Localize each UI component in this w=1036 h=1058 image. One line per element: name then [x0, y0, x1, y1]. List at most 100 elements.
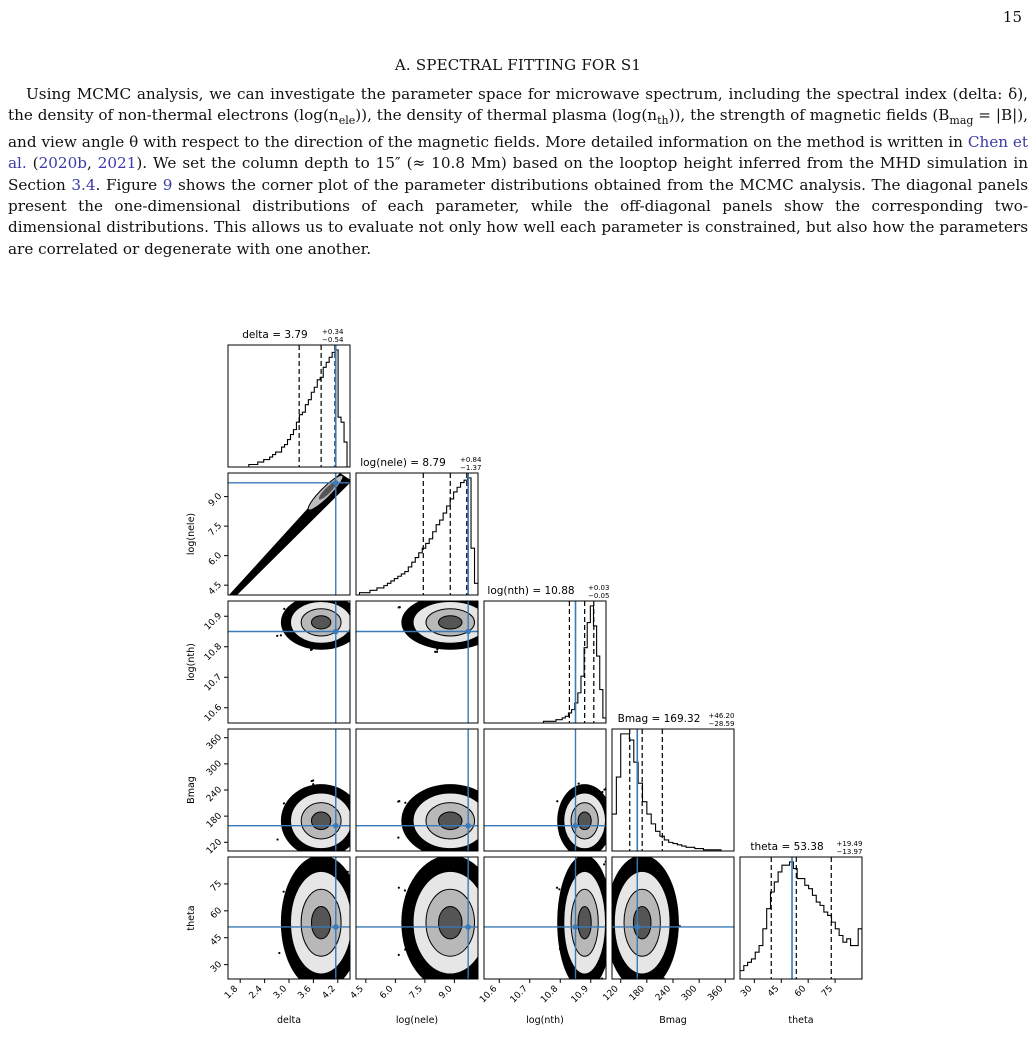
x-tick-label: 10.6 [478, 984, 499, 1005]
sample-dot [609, 922, 611, 924]
x-tick-label: 10.9 [570, 984, 591, 1005]
sample-dot [346, 870, 349, 873]
paragraph-text: ). We set the column depth to 15″ (≈ 10.… [8, 154, 1028, 194]
sample-dot [495, 820, 497, 822]
panel-title-upper: +19.49 [837, 840, 863, 848]
y-tick-label: 9.0 [207, 491, 224, 508]
truth-point [332, 480, 339, 486]
sample-dot [339, 963, 343, 967]
truth-point [332, 822, 339, 829]
sample-dot [290, 805, 293, 808]
sample-dot [481, 977, 483, 979]
y-axis-label: log(nele) [186, 513, 197, 555]
sample-dot [556, 800, 559, 803]
sample-dot [631, 985, 633, 987]
y-tick-label: 4.5 [207, 580, 224, 597]
x-tick-label: 6.0 [378, 984, 395, 1001]
sample-dot [479, 644, 481, 646]
sample-dot [286, 948, 289, 951]
sample-dot [503, 621, 505, 623]
paragraph-text: . Figure [95, 175, 163, 194]
sample-dot [441, 597, 443, 599]
density-panel-log(nth)-vs-Bmag [483, 728, 607, 854]
histogram-step [740, 861, 862, 979]
paragraph-text: = |B|), and view angle θ with respect to… [8, 106, 1028, 151]
sample-dot [339, 842, 342, 846]
sample-dot [562, 896, 566, 899]
sample-dot [439, 644, 442, 647]
paragraph-text: )), the density of thermal plasma (log(n [355, 106, 658, 125]
x-tick-label: 30 [739, 984, 754, 999]
truth-point [465, 924, 471, 930]
sample-dot [490, 923, 492, 925]
citation-link[interactable]: 9 [162, 175, 173, 194]
sample-dot [577, 782, 580, 785]
sample-dot [351, 788, 353, 790]
sample-dot [404, 801, 407, 804]
panel-title: delta = 3.79 [242, 329, 307, 341]
sample-dot [290, 610, 293, 614]
citation-link[interactable]: 2020b [38, 154, 87, 173]
truth-point [634, 924, 641, 930]
sample-dot [558, 947, 562, 950]
sample-dot [473, 844, 476, 848]
paragraph-text: Using MCMC analysis, we can investigate … [8, 85, 1028, 125]
sample-dot [563, 805, 566, 808]
sample-dot [311, 851, 313, 853]
sample-dot [579, 789, 582, 792]
panel-frame [227, 472, 351, 596]
sample-dot [473, 967, 476, 970]
sample-dot [403, 889, 407, 892]
sample-dot [350, 854, 352, 856]
y-tick-label: 360 [205, 733, 224, 752]
citation-link[interactable]: Chen et al. [8, 132, 1028, 173]
panel-title-upper: +0.84 [460, 456, 482, 464]
y-tick-label: 10.9 [203, 611, 224, 632]
panel-title: theta = 53.38 [750, 841, 823, 853]
sample-dot [407, 948, 411, 951]
sample-dot [508, 622, 510, 624]
sample-dot [340, 641, 344, 644]
sample-dot [397, 953, 400, 956]
panel-title-lower: −1.37 [460, 464, 481, 472]
citation-link[interactable]: 3.4 [71, 175, 96, 194]
x-tick-label: 360 [706, 984, 725, 1003]
sample-dot [559, 833, 562, 836]
sample-dot [366, 621, 368, 623]
sample-dot [343, 873, 347, 876]
sample-dot [480, 793, 482, 795]
sample-dot [603, 788, 606, 791]
panel-title: log(nele) = 8.79 [360, 457, 446, 469]
x-tick-label: 3.6 [296, 984, 313, 1001]
sample-dot [440, 791, 444, 794]
sample-dot [490, 622, 492, 624]
paragraph-text: ( [26, 154, 39, 173]
panel-title: Bmag = 169.32 [618, 713, 701, 725]
x-axis-label: delta [277, 1015, 301, 1026]
sample-dot [561, 833, 564, 836]
sample-dot [508, 820, 510, 822]
panel-frame [355, 600, 479, 724]
sample-dot [480, 850, 482, 852]
sample-dot [578, 852, 580, 854]
sample-dot [289, 944, 292, 948]
y-tick-label: 10.7 [203, 672, 224, 693]
x-tick-label: 180 [628, 984, 647, 1003]
y-axis-label: Bmag [186, 776, 197, 804]
panel-frame [483, 728, 607, 852]
panel-frame [483, 856, 607, 980]
y-tick-label: 30 [209, 960, 224, 975]
sample-dot [309, 648, 313, 652]
sample-dot [285, 833, 288, 837]
citation-link[interactable]: 2021 [97, 154, 137, 173]
sample-dot [278, 951, 281, 955]
x-tick-label: 4.2 [321, 984, 338, 1001]
sample-dot [397, 836, 400, 839]
paragraph-text: shows the corner plot of the parameter d… [8, 175, 1028, 258]
y-tick-label: 240 [205, 785, 224, 804]
sample-dot [312, 779, 315, 782]
sample-dot [481, 599, 483, 601]
